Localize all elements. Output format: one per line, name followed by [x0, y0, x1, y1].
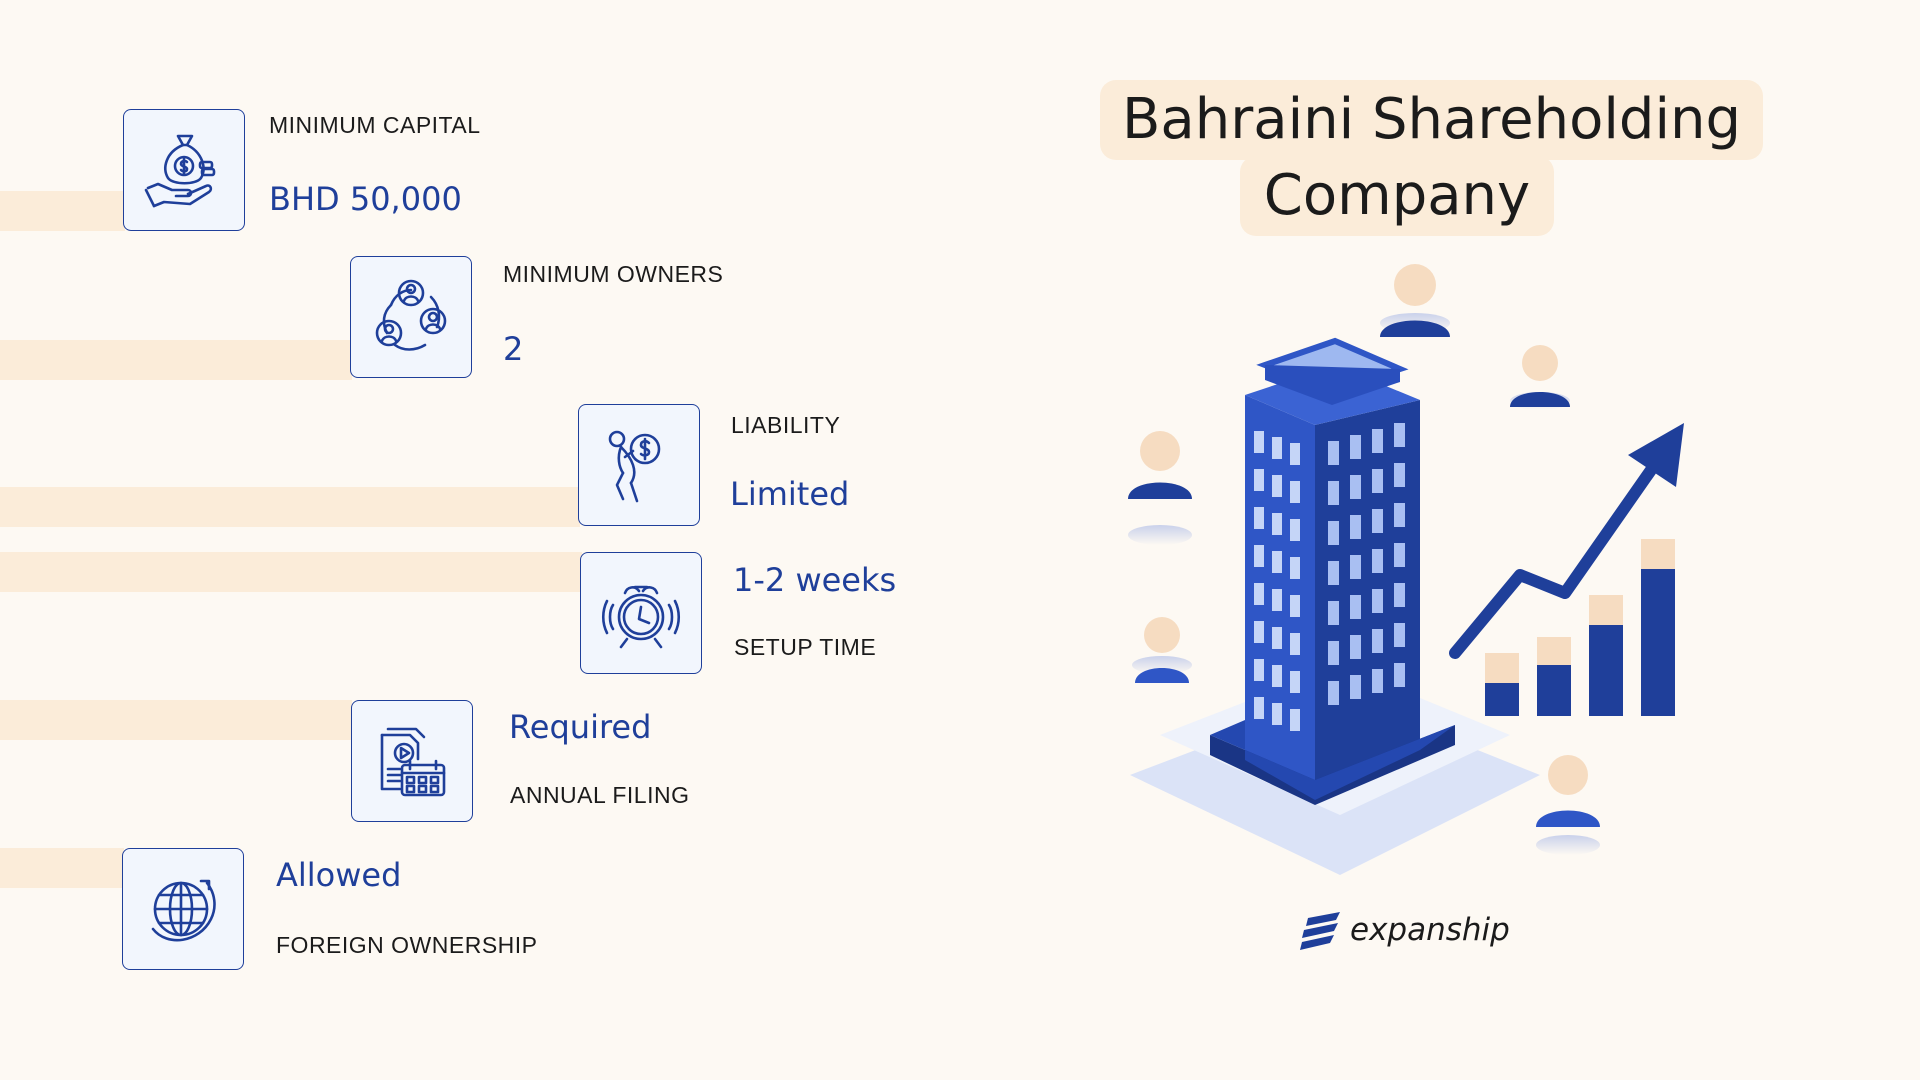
fact-value-filing: Required	[509, 708, 652, 746]
brand-logo: expanship	[1300, 908, 1510, 952]
band-liability	[0, 487, 580, 527]
fact-value-foreign: Allowed	[276, 856, 402, 894]
page-title-line-2: Company	[1239, 156, 1555, 236]
fact-value-capital: BHD 50,000	[269, 180, 462, 218]
fact-label-liability: LIABILITY	[731, 412, 841, 438]
band-capital	[0, 191, 125, 231]
page-title: Bahraini Shareholding Company	[1100, 80, 1764, 236]
person-figure-left	[1128, 431, 1192, 545]
owners-cycle-icon	[375, 279, 447, 351]
band-setup	[0, 552, 582, 592]
alarm-clock-icon	[601, 585, 681, 649]
brand-name: expanship	[1350, 912, 1510, 948]
person-figure-bottom	[1536, 755, 1600, 855]
person-figure-left-low	[1132, 617, 1192, 683]
icon-box-setup	[580, 552, 702, 674]
fact-value-setup: 1-2 weeks	[733, 561, 897, 599]
fact-label-setup: SETUP TIME	[734, 634, 877, 660]
icon-box-filing	[351, 700, 473, 822]
expanship-logo-icon	[1300, 912, 1340, 950]
icon-box-capital	[123, 109, 245, 231]
person-figure-top	[1380, 264, 1450, 337]
tower-windows-left	[1254, 431, 1300, 731]
band-filing	[0, 700, 352, 740]
icon-box-foreign	[122, 848, 244, 970]
globe-arrow-icon	[151, 879, 216, 942]
fact-value-liability: Limited	[730, 475, 850, 513]
document-calendar-icon	[380, 727, 446, 797]
fact-value-owners: 2	[503, 330, 524, 368]
band-foreign	[0, 848, 124, 888]
fact-label-filing: ANNUAL FILING	[510, 782, 690, 808]
icon-box-liability	[578, 404, 700, 526]
icon-box-owners	[350, 256, 472, 378]
person-figure-right-top	[1510, 345, 1570, 410]
fact-label-foreign: FOREIGN OWNERSHIP	[276, 932, 538, 958]
growth-bars	[1485, 539, 1675, 716]
page-title-line-1: Bahraini Shareholding	[1100, 80, 1764, 160]
building-growth-illustration	[1128, 264, 1684, 875]
person-carrying-money-icon	[608, 430, 661, 503]
fact-label-capital: MINIMUM CAPITAL	[269, 112, 481, 138]
money-bag-hand-icon	[144, 134, 216, 208]
growth-arrow	[1449, 454, 1664, 659]
tower-windows-right	[1328, 423, 1405, 705]
band-owners	[0, 340, 352, 380]
fact-label-owners: MINIMUM OWNERS	[503, 261, 724, 287]
tower-right-face	[1315, 400, 1420, 800]
